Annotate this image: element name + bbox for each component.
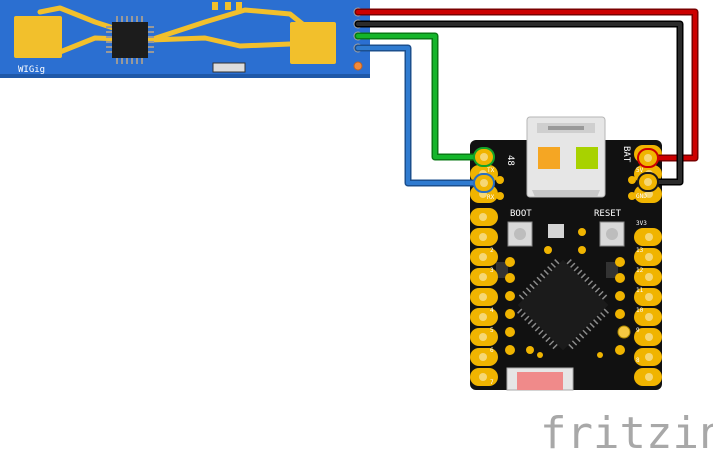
antenna-pad-left xyxy=(14,16,62,58)
board-number-label: 48 xyxy=(505,155,515,166)
left-pin-pad[interactable] xyxy=(470,208,498,226)
wire-black-core xyxy=(356,22,682,184)
fritzing-watermark: fritzing xyxy=(540,408,713,459)
reset-button[interactable] xyxy=(599,221,625,247)
left-pin-pad[interactable] xyxy=(470,228,498,246)
small-ic-left xyxy=(496,262,508,278)
left-pin-5[interactable] xyxy=(470,328,498,346)
wire-green[interactable] xyxy=(354,32,487,161)
radar-chip xyxy=(106,16,154,64)
right-pin-3v3[interactable] xyxy=(634,228,662,246)
antenna-pad-right xyxy=(290,22,336,64)
radar-connector xyxy=(212,62,246,73)
mcu-chip xyxy=(517,259,609,351)
right-pin-label: 12 xyxy=(636,267,644,274)
wire-red-core xyxy=(356,10,697,160)
small-ic-right xyxy=(606,262,618,278)
right-pin-10[interactable] xyxy=(634,308,662,326)
left-pin-label: 2 xyxy=(490,247,494,254)
left-pin-label: 4 xyxy=(490,307,494,314)
status-led xyxy=(617,325,631,339)
wire-blue-core xyxy=(356,46,485,185)
radar-small-pad xyxy=(236,2,242,10)
right-pin-label: 5V xyxy=(636,167,644,174)
crystal xyxy=(548,224,564,238)
wires xyxy=(354,8,699,187)
right-pin-11[interactable] xyxy=(634,288,662,306)
right-pin-label: 11 xyxy=(636,287,644,294)
left-pin-pad[interactable] xyxy=(470,288,498,306)
right-pin-label: 13 xyxy=(636,247,644,254)
left-pin-7[interactable] xyxy=(470,368,498,386)
left-pin-2[interactable] xyxy=(470,248,498,266)
radar-board-edge xyxy=(0,74,370,78)
mcu-board: 48 BAT BOOT RESET xyxy=(470,116,662,391)
led-green xyxy=(576,147,598,169)
radar-module-label: WIGig xyxy=(18,65,45,75)
right-pin-12[interactable] xyxy=(634,268,662,286)
boot-button[interactable] xyxy=(507,221,533,247)
right-pin-8[interactable] xyxy=(634,348,662,366)
boot-label: BOOT xyxy=(510,209,532,219)
left-pin-label: 6 xyxy=(490,347,494,354)
radar-small-pad xyxy=(212,2,218,10)
left-pin-label: 5 xyxy=(490,327,494,334)
right-pin-13[interactable] xyxy=(634,248,662,266)
wire-endpoints xyxy=(473,147,659,193)
right-pin-9[interactable] xyxy=(634,328,662,346)
radar-module: WIGig xyxy=(0,0,370,78)
wire-green-core xyxy=(356,34,485,159)
right-pin-label: 3V3 xyxy=(636,220,647,227)
left-pin-6[interactable] xyxy=(470,348,498,366)
battery-label: BAT xyxy=(621,146,631,163)
right-pin-label: 10 xyxy=(636,307,644,314)
right-pin-pad[interactable] xyxy=(634,368,662,386)
usb-connector xyxy=(526,116,606,198)
battery-connector xyxy=(506,367,574,391)
radar-pin-out[interactable] xyxy=(353,61,363,71)
left-pin-label: TX xyxy=(487,167,495,174)
left-pin-label: RX xyxy=(487,194,495,201)
reset-label: RESET xyxy=(594,209,622,219)
left-pin-header xyxy=(470,165,498,386)
left-pin-label: 3 xyxy=(490,267,494,274)
passive-components xyxy=(496,176,636,358)
wire-blue[interactable] xyxy=(354,44,487,187)
left-pin-3[interactable] xyxy=(470,268,498,286)
right-pin-label: 9 xyxy=(636,327,640,334)
right-pin-label: GND xyxy=(636,193,647,200)
left-pin-4[interactable] xyxy=(470,308,498,326)
radar-small-pad xyxy=(225,2,231,10)
right-pin-label: 8 xyxy=(636,357,640,364)
led-orange xyxy=(538,147,560,169)
left-pin-label: 7 xyxy=(490,379,494,386)
